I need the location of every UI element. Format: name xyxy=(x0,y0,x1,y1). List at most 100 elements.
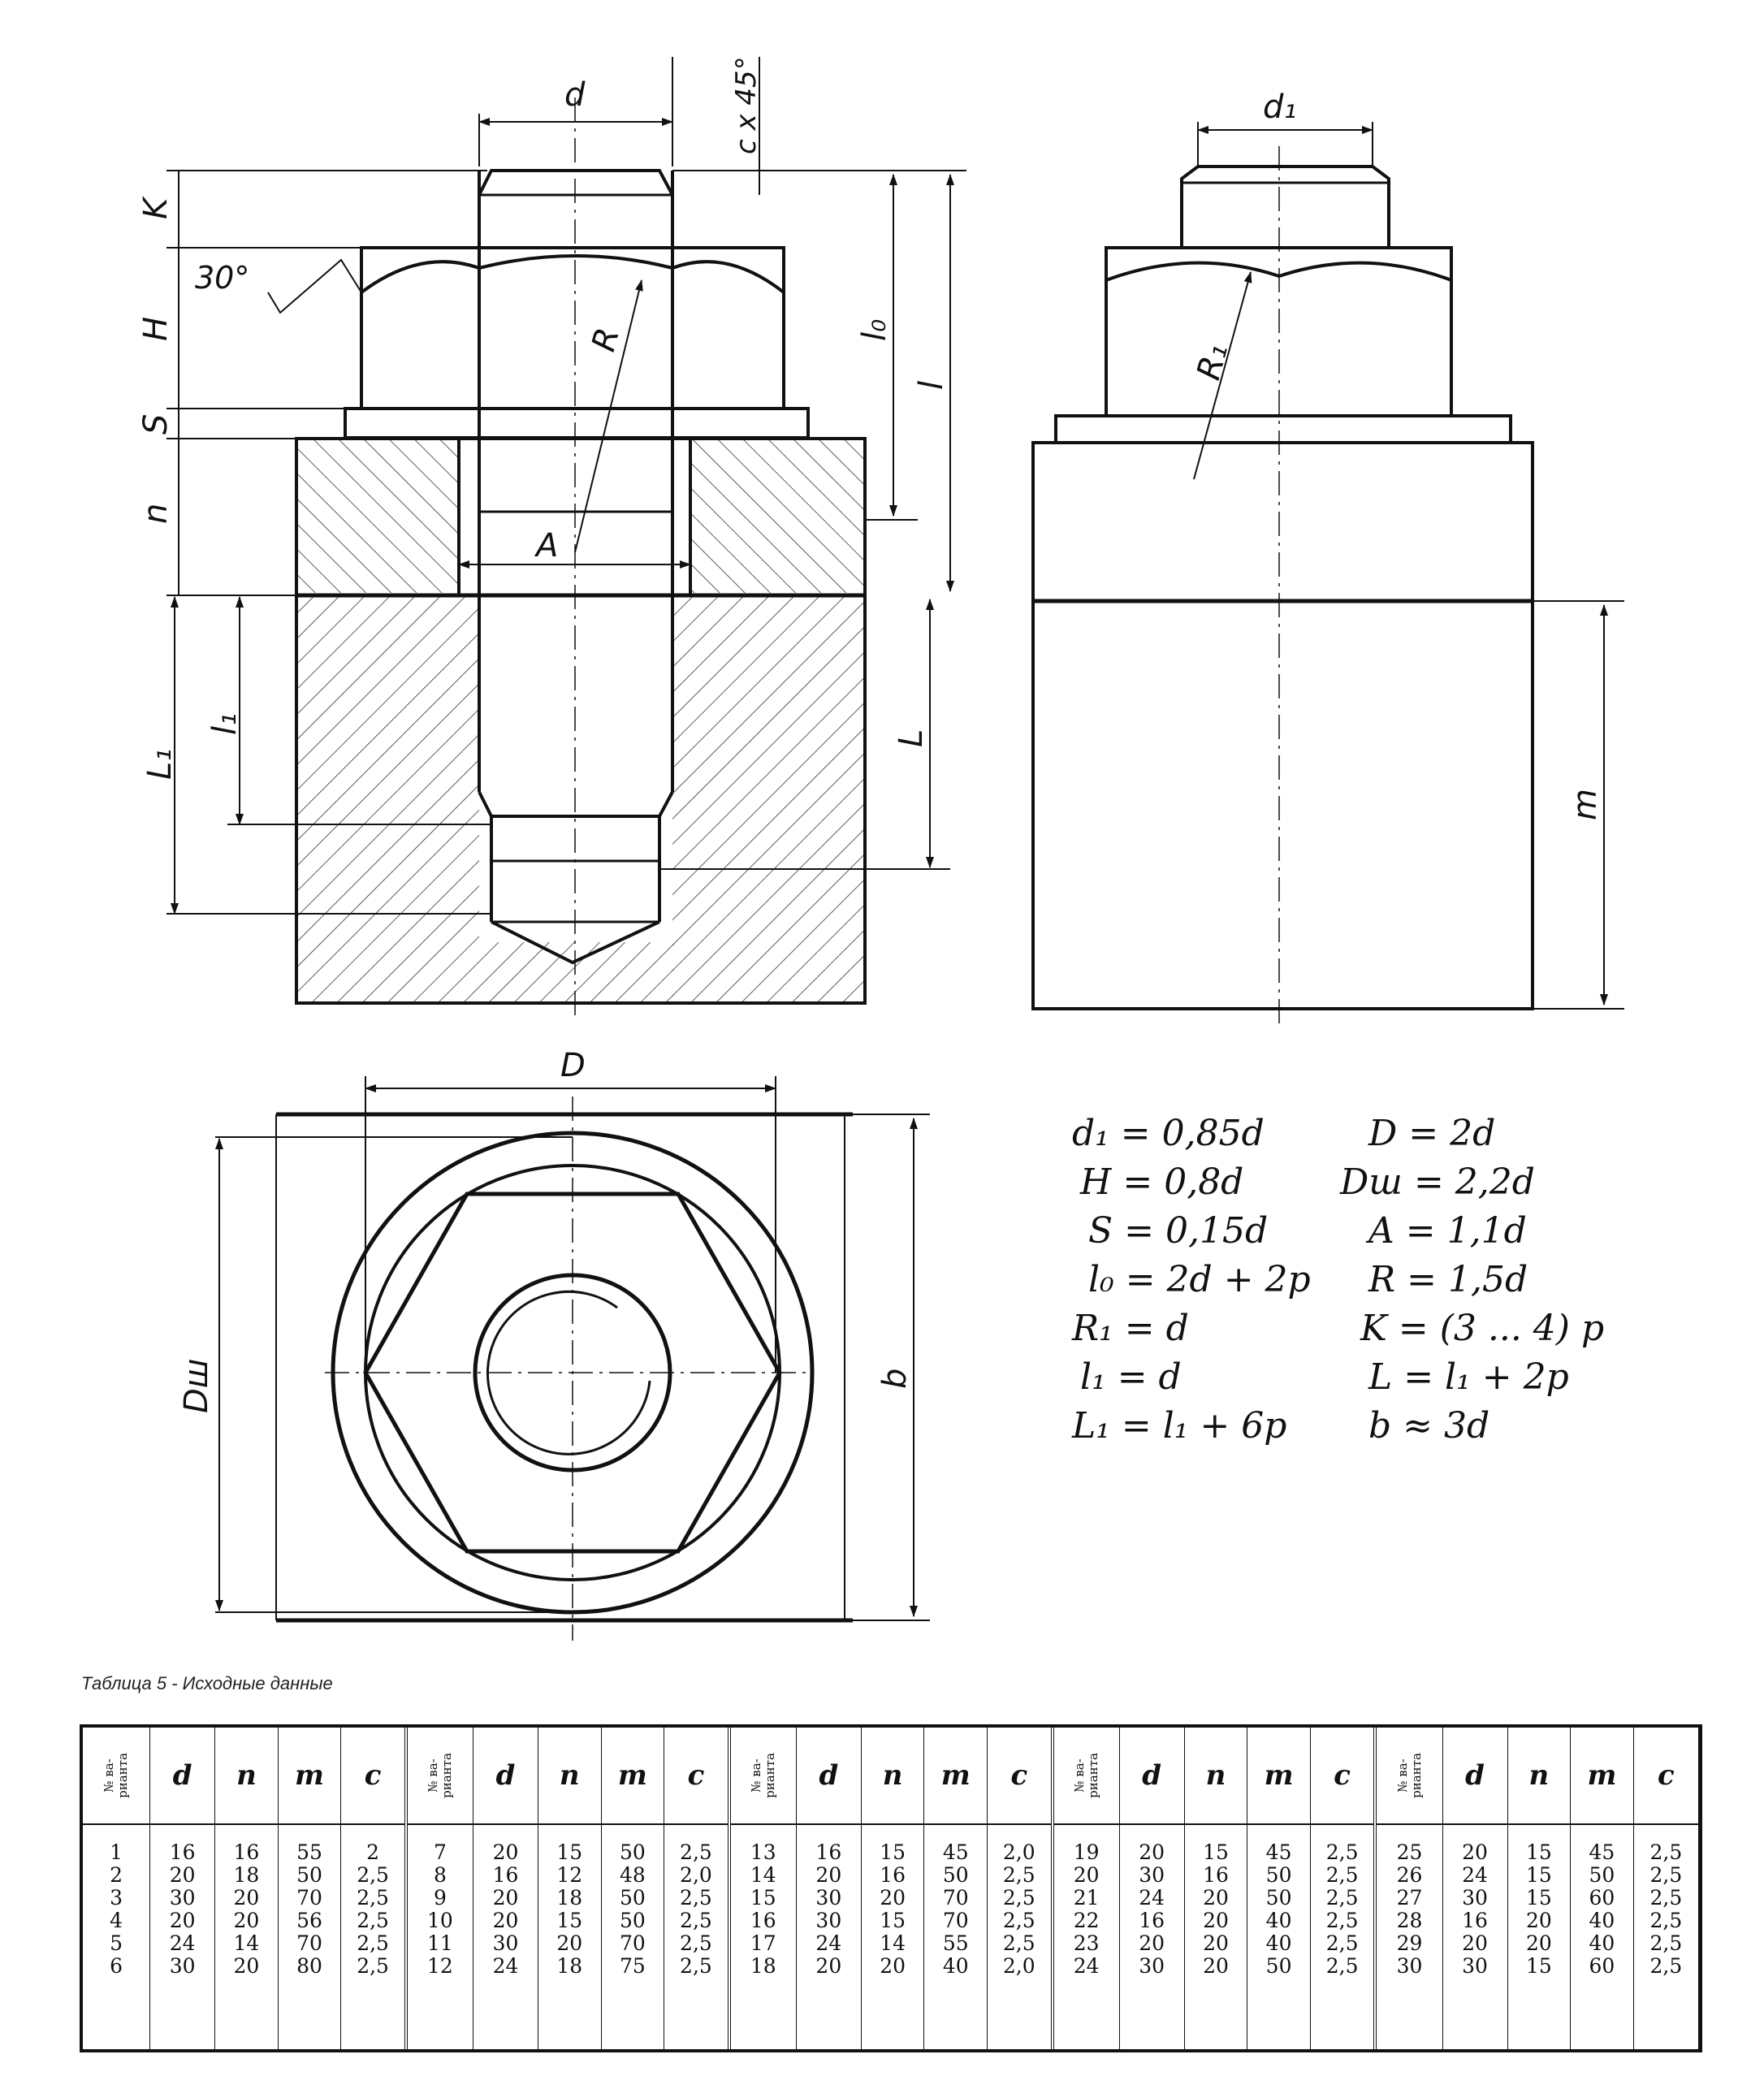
formula-D: D = 2d xyxy=(1368,1113,1496,1154)
label-K: K xyxy=(137,196,175,219)
header-d: d xyxy=(149,1728,216,1825)
header-variant-no: № ва- рианта xyxy=(1052,1728,1120,1825)
formula-b: b ≈ 3d xyxy=(1368,1405,1490,1447)
label-l0: l₀ xyxy=(856,319,893,341)
header-n: n xyxy=(1184,1728,1248,1825)
cell-variants: 25 26 27 28 29 30 xyxy=(1375,1824,1443,2049)
cell-d: 16 20 30 20 24 30 xyxy=(149,1824,216,2049)
header-variant-no-label: № ва- рианта xyxy=(1394,1753,1424,1798)
base-hatch-bottom xyxy=(479,942,674,1003)
cell-c: 2 2,5 2,5 2,5 2,5 2,5 xyxy=(340,1824,408,2049)
cell-variants: 19 20 21 22 23 24 xyxy=(1052,1824,1120,2049)
label-A: A xyxy=(534,527,558,564)
cell-c: 2,5 2,5 2,5 2,5 2,5 2,5 xyxy=(1633,1824,1700,2049)
assembly-drawing: d c x 45° K 30° H S n R A l₀ l L₁ l₁ L d… xyxy=(137,56,1624,1641)
formula-R1: R₁ = d xyxy=(1072,1308,1189,1349)
cell-n: 15 16 20 20 20 20 xyxy=(1184,1824,1248,2049)
header-n: n xyxy=(214,1728,279,1825)
cell-m: 50 48 50 50 70 75 xyxy=(601,1824,665,2049)
washer-outline xyxy=(344,407,810,439)
top-view-dimensions xyxy=(215,1076,930,1621)
header-variant-no-label: № ва- рианта xyxy=(102,1753,131,1798)
label-d: d xyxy=(564,76,586,114)
formula-L1: L₁ = l₁ + 6p xyxy=(1072,1405,1287,1447)
side-washer-outline xyxy=(1054,414,1512,444)
front-view-dimensions xyxy=(166,57,966,915)
upper-plate-hatch-left xyxy=(296,439,459,593)
label-D: D xyxy=(560,1047,586,1084)
header-c: c xyxy=(340,1728,408,1825)
cell-n: 16 18 20 20 14 20 xyxy=(214,1824,279,2049)
label-Dw: Dш xyxy=(178,1359,215,1413)
cell-n: 15 15 15 20 20 15 xyxy=(1507,1824,1572,2049)
header-m: m xyxy=(923,1728,988,1825)
thread-arc xyxy=(486,1290,651,1455)
header-variant-no-label: № ва- рианта xyxy=(425,1753,454,1798)
label-angle: 30° xyxy=(195,260,249,296)
label-chamfer: c x 45° xyxy=(730,56,763,154)
formula-A: A = 1,1d xyxy=(1368,1210,1527,1252)
cell-c: 2,5 2,0 2,5 2,5 2,5 2,5 xyxy=(664,1824,731,2049)
header-m: m xyxy=(601,1728,665,1825)
header-d: d xyxy=(1442,1728,1508,1825)
header-variant-no: № ва- рианта xyxy=(405,1728,473,1825)
cell-d: 20 24 30 16 20 30 xyxy=(1442,1824,1508,2049)
label-l: l xyxy=(913,381,950,390)
label-R: R xyxy=(585,324,627,356)
upper-plate-hatch-right xyxy=(690,439,865,593)
table-caption: Таблица 5 - Исходные данные xyxy=(81,1673,333,1693)
header-variant-no: № ва- рианта xyxy=(1375,1728,1443,1825)
header-n: n xyxy=(538,1728,602,1825)
header-m: m xyxy=(278,1728,342,1825)
base-hatch-right xyxy=(672,595,865,1003)
formula-K: K = (3 ... 4) p xyxy=(1360,1308,1605,1349)
nut-outline xyxy=(360,246,785,410)
side-view xyxy=(1031,146,1534,1023)
header-variant-no: № ва- рианта xyxy=(729,1728,797,1825)
header-variant-no-label: № ва- рианта xyxy=(1071,1753,1100,1798)
header-c: c xyxy=(664,1728,731,1825)
cell-d: 16 20 30 30 24 20 xyxy=(796,1824,862,2049)
top-view xyxy=(275,1096,853,1641)
front-view xyxy=(267,97,867,1015)
label-n: n xyxy=(137,504,175,524)
formula-d1: d₁ = 0,85d xyxy=(1072,1113,1265,1154)
header-n: n xyxy=(1507,1728,1572,1825)
header-c: c xyxy=(1310,1728,1377,1825)
header-c: c xyxy=(987,1728,1054,1825)
cell-m: 55 50 70 56 70 80 xyxy=(278,1824,342,2049)
cell-d: 20 16 20 20 30 24 xyxy=(473,1824,539,2049)
formula-l1: l₁ = d xyxy=(1080,1356,1182,1398)
label-R1: R₁ xyxy=(1190,340,1235,383)
header-c: c xyxy=(1633,1728,1700,1825)
side-view-dimensions xyxy=(1197,122,1624,1010)
formula-L: L = l₁ + 2p xyxy=(1368,1356,1569,1398)
label-m: m xyxy=(1567,789,1604,820)
cell-n: 15 16 20 15 14 20 xyxy=(861,1824,925,2049)
cell-variants: 7 8 9 10 11 12 xyxy=(405,1824,473,2049)
header-d: d xyxy=(1119,1728,1185,1825)
formula-Dw: Dш = 2,2d xyxy=(1340,1161,1535,1203)
header-d: d xyxy=(473,1728,539,1825)
cell-c: 2,5 2,5 2,5 2,5 2,5 2,5 xyxy=(1310,1824,1377,2049)
header-n: n xyxy=(861,1728,925,1825)
cell-m: 45 50 60 40 40 60 xyxy=(1570,1824,1634,2049)
formula-S: S = 0,15d xyxy=(1088,1210,1269,1252)
cell-m: 45 50 70 70 55 40 xyxy=(923,1824,988,2049)
cell-n: 15 12 18 15 20 18 xyxy=(538,1824,602,2049)
cell-variants: 13 14 15 16 17 18 xyxy=(729,1824,797,2049)
cell-variants: 1 2 3 4 5 6 xyxy=(83,1824,151,2049)
cell-c: 2,0 2,5 2,5 2,5 2,5 2,0 xyxy=(987,1824,1054,2049)
label-L: L xyxy=(893,729,930,747)
formula-l0: l₀ = 2d + 2p xyxy=(1088,1259,1311,1300)
label-H: H xyxy=(137,317,175,341)
base-hatch-left xyxy=(296,595,479,1003)
label-S: S xyxy=(137,414,175,435)
header-d: d xyxy=(796,1728,862,1825)
cell-m: 45 50 50 40 40 50 xyxy=(1247,1824,1311,2049)
cell-d: 20 30 24 16 20 30 xyxy=(1119,1824,1185,2049)
header-variant-no-label: № ва- рианта xyxy=(748,1753,777,1798)
